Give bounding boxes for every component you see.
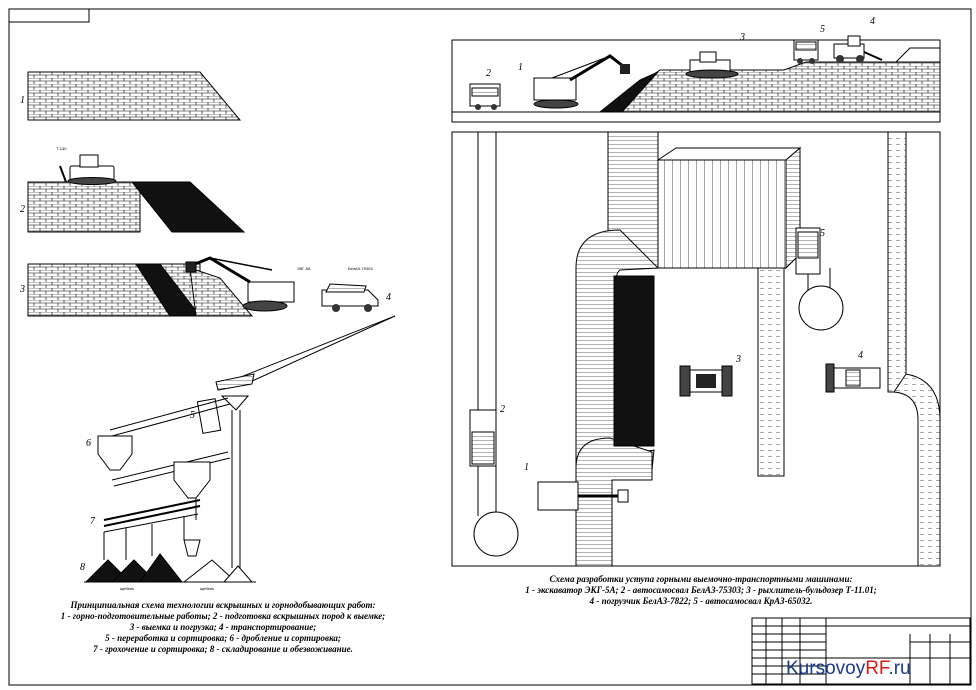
profile-number-3: 3 <box>739 32 745 43</box>
process-number-8: 8 <box>80 562 85 573</box>
loosened-zone-step-2 <box>130 181 246 233</box>
pile-label-2: щебень <box>200 586 214 591</box>
right-caption-line-1: Схема разработки уступа горными выемочно… <box>549 574 853 584</box>
right-caption-line-3: 4 - погрузчик БелАЗ-7822; 5 - автосамосв… <box>589 596 813 606</box>
bench-profile-rock <box>598 61 941 113</box>
right-caption-line-2: 1 - экскаватор ЭКГ-5А; 2 - автосамосвал … <box>525 585 877 595</box>
profile-truck-5-icon <box>793 39 819 64</box>
profile-number-4: 4 <box>870 16 875 27</box>
step-number-4: 4 <box>386 292 391 303</box>
bulldozer-icon <box>59 154 117 185</box>
step-number-2: 2 <box>20 204 25 215</box>
left-panel: 1 2 Т-130 3 ЭКГ-5А <box>19 71 396 591</box>
label-excavator: ЭКГ-5А <box>297 266 311 271</box>
profile-number-1: 1 <box>518 62 523 73</box>
plan-frame <box>451 131 941 567</box>
title-block <box>751 617 971 685</box>
sheet-border <box>8 8 972 686</box>
massif-step-2 <box>27 181 141 233</box>
massif-step-1 <box>27 71 242 121</box>
plan-number-3: 3 <box>735 354 741 365</box>
pile-step-3 <box>189 267 254 317</box>
left-caption-line-5: 7 - грохочение и сортировка; 8 - складир… <box>93 644 353 654</box>
watermark-part-3: .ru <box>888 658 911 679</box>
step-number-3: 3 <box>19 284 25 295</box>
pile-label-1: щебень <box>120 586 134 591</box>
profile-loader-icon <box>833 35 883 63</box>
plan-truck-5-icon <box>795 227 821 275</box>
profile-number-2: 2 <box>486 68 491 79</box>
profile-number-5: 5 <box>820 24 825 35</box>
plan-loader-icon <box>825 363 881 393</box>
watermark-part-2: RF <box>865 658 889 679</box>
processing-plant: 5 6 7 8 щебень щебень <box>80 373 256 591</box>
conveyor-line <box>217 315 396 387</box>
plan-truck-2-icon <box>469 409 497 467</box>
loosened-block <box>657 159 787 269</box>
excavator-icon <box>185 256 295 312</box>
plan-excavator-icon <box>537 481 629 511</box>
sheet-corner-stamp <box>8 8 90 23</box>
watermark-part-1: Kursovoy <box>786 658 866 679</box>
process-number-6: 6 <box>86 438 91 449</box>
left-caption: Принципиальная схема технологии вскрышны… <box>30 600 416 655</box>
left-caption-line-4: 5 - переработка и сортировка; 6 - дробле… <box>105 633 341 643</box>
plan-number-2: 2 <box>500 404 505 415</box>
plan-number-4: 4 <box>858 350 863 361</box>
left-caption-line-2: 1 - горно-подготовительные работы; 2 - п… <box>60 611 386 621</box>
left-caption-line-1: Принципиальная схема технологии вскрышны… <box>70 600 376 610</box>
watermark: KursovoyRF.ru <box>786 658 911 680</box>
right-caption: Схема разработки уступа горными выемочно… <box>472 574 930 607</box>
plan-number-5: 5 <box>820 228 825 239</box>
bench-plan-view: 1 2 3 4 5 <box>451 131 941 567</box>
plan-number-1: 1 <box>524 462 529 473</box>
working-face <box>613 275 655 447</box>
label-dozer: Т-130 <box>56 146 67 151</box>
profile-truck-2-icon <box>469 83 501 110</box>
profile-dozer-icon <box>685 51 739 79</box>
process-number-7: 7 <box>90 516 96 527</box>
process-number-5: 5 <box>190 410 195 421</box>
left-caption-line-3: 3 - выемка и погрузка; 4 - транспортиров… <box>129 622 317 632</box>
dump-truck-icon <box>321 283 379 312</box>
label-truck: БелАЗ-75303 <box>348 266 373 271</box>
plan-dozer-icon <box>679 365 733 397</box>
step-number-1: 1 <box>20 95 25 106</box>
bench-profile-view: 2 1 3 5 4 <box>451 16 941 123</box>
profile-excavator-icon <box>533 54 630 109</box>
